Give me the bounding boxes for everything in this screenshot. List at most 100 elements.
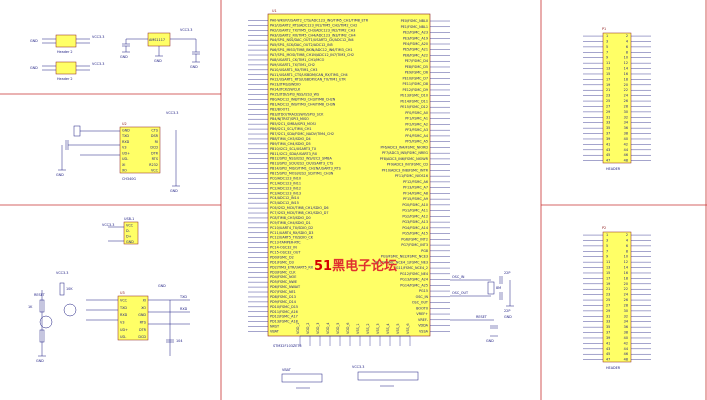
- mcu-left-pin-label: PB14/SPI2_MISO/TIM1_CH2N/USART3_RTS: [270, 167, 341, 171]
- mcu-left-pin-label: PC10/UART4_TX/SDIO_D2: [270, 226, 313, 230]
- chip-pin-label: RI: [155, 140, 158, 144]
- mcu-left-pin-label: PA6/SPI1_MISO/TIM8_BKIN/ADC12_IN6/TIM3_C…: [270, 48, 353, 52]
- header-pin-number-left: 17: [606, 276, 610, 280]
- header-pin-number-right: 40: [624, 137, 628, 141]
- mcu-left-pin-label: PA11/USART1_CTS/USBDM/CAN_RX/TIM1_CH4: [270, 73, 348, 77]
- chip-pin-label: GND: [138, 313, 146, 317]
- mcu-left-pins: PA0-WKUP/USART2_CTS/ADC123_IN0/TIM5_CH1/…: [248, 18, 369, 334]
- power-gnd-b: GND: [30, 66, 38, 70]
- mcu-right-pin-label: PF11/FSMC_NIOS16: [395, 174, 428, 178]
- mcu-left-pin-label: PA15/JTDI/SPI3_NSS/I2S3_WS: [270, 93, 319, 97]
- header-pin-number-left: 19: [606, 83, 610, 87]
- rs-bottom-gnd-label: GND: [36, 359, 44, 363]
- mcu-right-pin-label: PE12/FSMC_D9: [403, 88, 428, 92]
- mcu-left-pin-label: PB1/ADC12_IN9/TIM3_CH4/TIM8_CH3N: [270, 102, 336, 106]
- mcu-left-pin-label: PA3/USART2_RX/TIM5_CH4/ADC123_IN3/TIM2_C…: [270, 33, 356, 37]
- chip-pin-label: DCD: [150, 146, 158, 150]
- crystal-ch340: [73, 125, 81, 137]
- osc-in-label: OSC_IN: [452, 275, 465, 279]
- chip-pin-label: V3: [120, 321, 124, 325]
- rs-txd-label: TXD: [179, 295, 187, 299]
- mcu-left-pin-label: PD4/FSMC_NOE: [270, 275, 296, 279]
- header-pin-number-left: 13: [606, 266, 610, 270]
- mcu-body: [267, 13, 431, 337]
- cap-in-gnd-label: GND: [120, 55, 128, 59]
- mcu-right-pin-label: PE4/FSMC_A20: [403, 42, 428, 46]
- header-pin-number-left: 47: [606, 159, 610, 163]
- rs-res-1: [59, 282, 65, 296]
- osc-cap-2-value: 22P: [504, 309, 510, 313]
- header-pin-number-left: 33: [606, 320, 610, 324]
- usb-pin-label: GND: [126, 240, 134, 244]
- chip-pin-label: RXD: [122, 140, 130, 144]
- mcu-left-pin-label: PA8/USART1_CK/TIM1_CH1/MCO: [270, 58, 325, 62]
- mcu-left-pin-label: PD8/FSMC_D13: [270, 295, 296, 299]
- header-pin-number-right: 28: [624, 104, 628, 108]
- mcu-right-pin-label: PF14/FSMC_A8: [403, 191, 428, 195]
- header-pin-number-right: 4: [626, 238, 628, 242]
- usb-pin-label: D-: [126, 229, 131, 233]
- mcu-right-pin-label: PF8/ADC3_IN6/FSMC_NIOWR: [380, 157, 429, 161]
- mcu-left-pin-label: PD12/FSMC_A17: [270, 315, 298, 319]
- mcu-right-pin-label: PF6/ADC3_IN4/FSMC_NIORD: [381, 145, 429, 149]
- chip-pin-label: VCC: [120, 299, 128, 303]
- usb-pin-label: VCC: [126, 223, 134, 227]
- mcu-right-pin-label: PF15/FSMC_A9: [403, 197, 428, 201]
- mcu-left-pin-label: PD0/FSMC_D2: [270, 255, 294, 259]
- header-pin-number-right: 20: [624, 83, 628, 87]
- header-pin-number-left: 11: [606, 260, 610, 264]
- chip-pin-label: XI: [143, 299, 146, 303]
- watermark-suffix: 黑电子论坛: [332, 258, 397, 274]
- header-pin-number-right: 44: [624, 347, 628, 351]
- mcu-left-pin-label: PD11/FSMC_A16: [270, 310, 298, 314]
- chip-pin-label: VCC: [151, 169, 159, 173]
- header-pin-number-left: 25: [606, 298, 610, 302]
- mcu-right-pin-label: PF3/FSMC_A3: [405, 128, 428, 132]
- usb-pin-label: D+: [126, 234, 132, 238]
- header-p2-part: HEADER: [606, 366, 621, 370]
- header-pin-number-right: 34: [624, 121, 628, 125]
- rs-chip-body: [117, 295, 149, 341]
- mcu-left-pin-label: PD3/FSMC_CLK: [270, 270, 296, 274]
- usb-connector-pins: VCC D-D+ GND: [126, 223, 134, 244]
- mcu-right-pin-label: PF1/FSMC_A1: [405, 117, 428, 121]
- header-pin-number-right: 32: [624, 314, 628, 318]
- header-pin-number-left: 21: [606, 88, 610, 92]
- mcu-right-pin-label: PF10/ADC3_IN8/FSMC_INTR: [382, 168, 429, 172]
- mcu-left-pin-label: PB0/ADC12_IN8/TIM3_CH3/TIM8_CH2N: [270, 97, 336, 101]
- mcu-right-pin-label: VREF+: [416, 312, 428, 316]
- mcu-left-pin-label: PD5/FSMC_NWE: [270, 280, 297, 284]
- usb-uart-pins: GNDTXDRXDV3UD+UD-XIXOCTSDSRRIDCDDTRRTSR2…: [121, 128, 159, 172]
- header-pin-number-right: 24: [624, 293, 628, 297]
- mcu-left-pin-label: PB12/SPI2_NSS/I2S2_WS/I2C2_SMBA: [270, 157, 332, 161]
- mcu-left-pin-label: PB6/I2C1_SCL/TIM4_CH1: [270, 127, 312, 131]
- header-pin-number-left: 25: [606, 99, 610, 103]
- power-gnd-a: GND: [30, 39, 38, 43]
- regulator-out-wire: [170, 38, 197, 52]
- mcu-left-pin-label: PB8/TIM4_CH3/SDIO_D4: [270, 137, 311, 141]
- header-pin-number-right: 22: [624, 88, 628, 92]
- ch340-bottom-gnd-label: GND: [170, 189, 178, 193]
- header-pin-number-left: 37: [606, 132, 610, 136]
- mcu-left-pin-label: PC4/ADC12_IN14: [270, 196, 299, 200]
- mcu-right-pins: PE0/FSMC_NBL0PE1/FSMC_NBL1PE2/FSMC_A23PE…: [375, 19, 450, 333]
- mcu-right-pin-label: PE11/FSMC_D8: [403, 82, 428, 86]
- mcu-bottom-pin-label: VSS_5: [396, 324, 400, 334]
- mcu-right-pin-label: PG7/FSMC_INT3: [401, 243, 428, 247]
- mcu-right-pin-label: PF2/FSMC_A2: [405, 122, 428, 126]
- mcu-right-pin-label: PF4/FSMC_A4: [405, 134, 428, 138]
- mcu-u1: U1 STM32F103ZET6 PA0-WKUP/USART2_CTS/ADC…: [248, 9, 450, 348]
- header-pin-number-left: 45: [606, 352, 610, 356]
- header-pin-number-right: 30: [624, 309, 628, 313]
- crystal-main: [487, 281, 495, 295]
- chip-pin-label: TXD: [121, 134, 129, 138]
- chip-pin-label: CTS: [151, 128, 158, 132]
- header-pin-number-left: 21: [606, 287, 610, 291]
- header-pin-number-right: 4: [626, 39, 628, 43]
- mcu-left-pin-label: PD6/FSMC_NWAIT: [270, 285, 301, 289]
- mcu-right-pin-label: OSC_IN: [416, 295, 429, 299]
